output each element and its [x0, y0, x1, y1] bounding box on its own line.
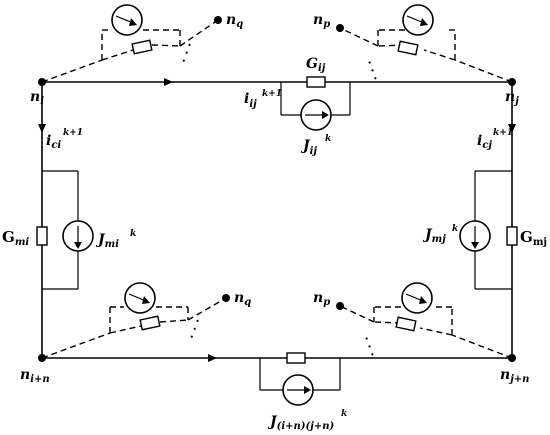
label-ici-sup: k+1	[63, 128, 83, 138]
coupling-bottom-left	[41, 282, 227, 359]
node-np-bottom	[336, 302, 344, 310]
label-jij: Jij	[300, 138, 317, 157]
coupling-resistor-top-left	[131, 39, 153, 55]
gij-resistor	[306, 76, 326, 88]
label-iij: iij	[244, 91, 257, 110]
label-nj: nj	[505, 89, 519, 107]
label-njn: nj+n	[500, 367, 529, 385]
label-jmi-sup: k	[130, 229, 136, 239]
left-shunt-element	[36, 170, 94, 290]
top-branch-element	[280, 76, 351, 131]
label-nq-bottom: nq	[234, 290, 251, 308]
left-current-arrow	[38, 124, 46, 133]
node-njn	[508, 354, 516, 362]
label-gmi: Gmi	[2, 228, 29, 248]
label-ici: ici	[46, 133, 61, 151]
nodes	[38, 16, 516, 362]
branch-arrows	[38, 78, 516, 362]
gmi-resistor	[36, 226, 48, 246]
ellipsis-bottom-right: · · ·	[359, 334, 379, 358]
ellipsis-bottom-left: · · ·	[185, 317, 205, 341]
label-jmi: Jmi	[95, 232, 119, 250]
node-ni	[38, 78, 46, 86]
label-jbot-sup: k	[341, 409, 347, 419]
label-nin: ni+n	[20, 367, 50, 385]
ellipsis-top-left: · · ·	[177, 41, 197, 65]
coupling-bottom-right	[339, 282, 513, 359]
bottom-branch-arrow	[208, 354, 217, 362]
ellipsis-marks: · · · · · · · · · · · ·	[177, 41, 383, 359]
coupling-resistor-top-right	[397, 40, 419, 56]
node-nq-bottom	[222, 294, 230, 302]
top-branch-arrow	[164, 78, 173, 86]
ellipsis-top-right: · · ·	[362, 58, 382, 82]
label-ni: ni	[30, 89, 44, 107]
right-current-arrow	[508, 124, 516, 133]
coupling-top-right	[339, 4, 513, 83]
label-jmj-sup: k	[452, 224, 458, 234]
label-icj-sup: k+1	[493, 128, 513, 138]
coupling-resistor-bottom-right	[395, 316, 417, 332]
labels: ni nj ni+n nj+n nq np nq np Gij iij k+1 …	[2, 12, 547, 432]
main-wires	[41, 81, 513, 359]
label-nq-top: nq	[226, 12, 243, 30]
node-np-top	[336, 24, 344, 32]
label-gij: Gij	[306, 56, 326, 74]
node-nj	[508, 78, 516, 86]
node-nq-top	[214, 16, 222, 24]
label-jmj: Jmj	[422, 227, 446, 245]
node-nin	[38, 354, 46, 362]
bottom-resistor	[286, 352, 306, 364]
label-iij-sup: k+1	[262, 89, 282, 99]
label-jij-sup: k	[325, 134, 331, 144]
coupling-resistor-bottom-left	[139, 315, 161, 331]
label-np-top: np	[313, 12, 330, 30]
label-gmj: Gmj	[520, 228, 547, 248]
bottom-branch-element	[259, 352, 341, 406]
label-icj: icj	[477, 133, 492, 151]
coupling-top-left	[41, 4, 219, 83]
gmj-resistor	[506, 226, 518, 246]
right-shunt-element	[459, 170, 518, 290]
label-np-bottom: np	[313, 290, 330, 308]
label-jbot: J(i+n)(j+n)	[267, 414, 335, 432]
